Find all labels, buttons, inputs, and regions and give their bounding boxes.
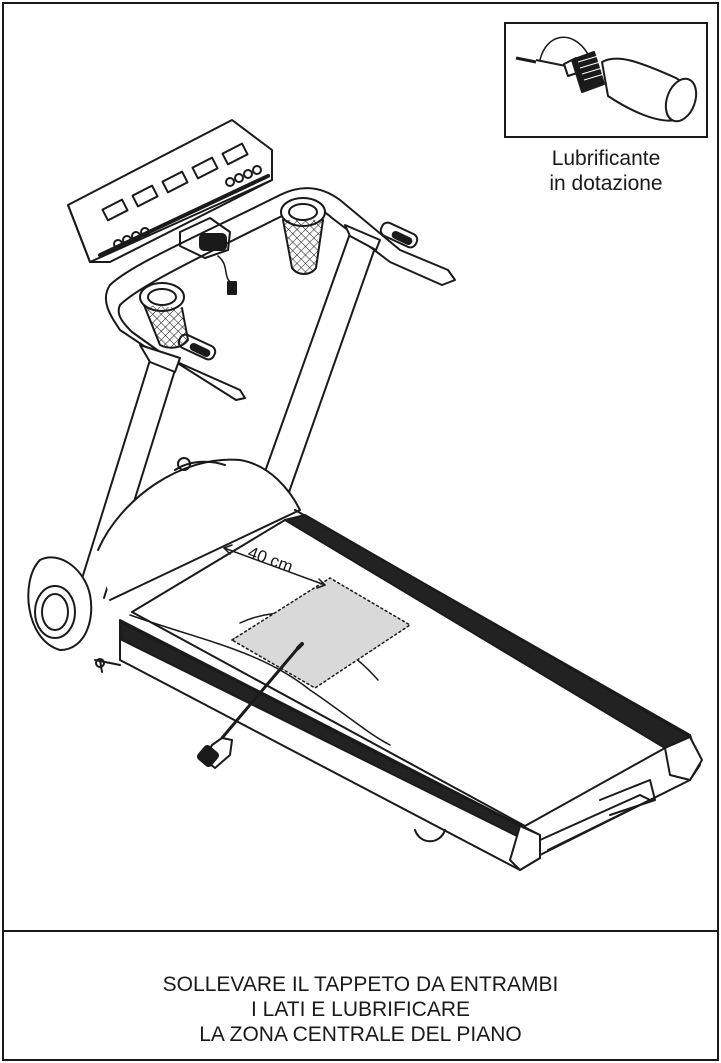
caption-line-2: in dotazione [549,172,663,195]
console-panel [67,119,273,263]
cup-holder-right [280,197,326,275]
measurement-arrow [223,544,326,589]
lubricant-bottle-icon [515,36,698,123]
lubrication-zone [231,577,411,689]
instruction-text: SOLLEVARE IL TAPPETO DA ENTRAMBI I LATI … [2,972,719,1047]
section-divider [2,930,719,932]
upright-right [261,224,381,496]
lubricant-inset [504,22,708,138]
instruction-line-2: I LATI E LUBRIFICARE [251,998,470,1021]
inset-caption: Lubrificante in dotazione [504,146,708,196]
cup-holder-left [139,282,189,349]
treadmill-deck [99,509,703,871]
instruction-line-1: SOLLEVARE IL TAPPETO DA ENTRAMBI [162,973,559,996]
motor-hood [97,457,301,601]
instruction-line-3: LA ZONA CENTRALE DEL PIANO [199,1023,522,1046]
lubricant-applicator [196,642,304,769]
caption-line-1: Lubrificante [551,147,661,170]
treadmill-illustration: 40 cm [27,119,703,871]
